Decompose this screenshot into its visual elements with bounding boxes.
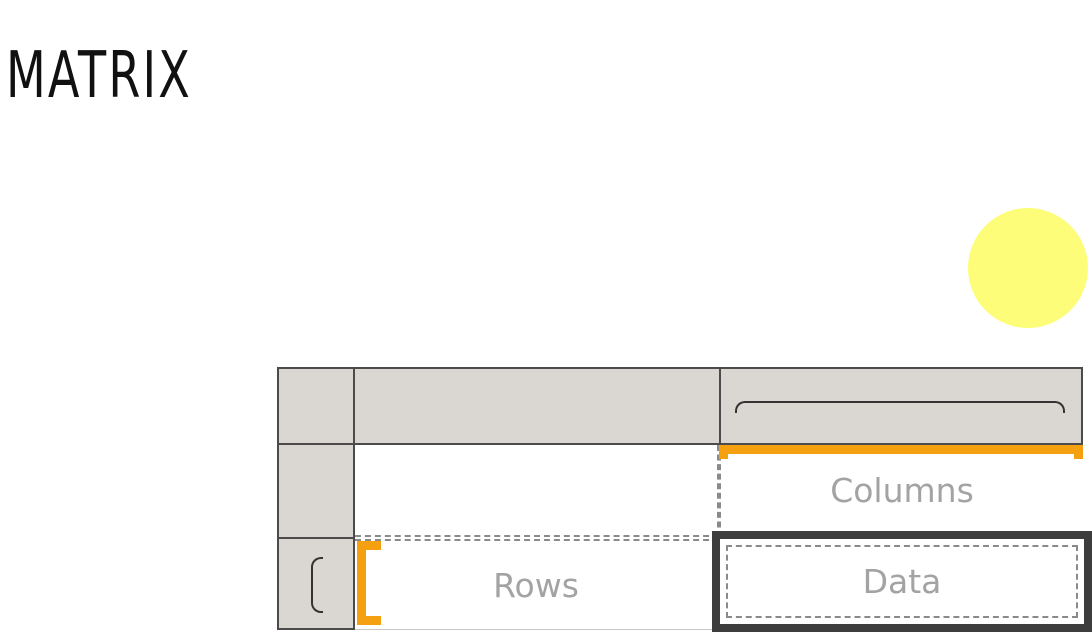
column-handle-2[interactable] bbox=[719, 367, 1083, 445]
corner-handle[interactable] bbox=[277, 367, 355, 445]
corner-textbox[interactable] bbox=[355, 445, 719, 537]
data-cell[interactable]: Data bbox=[712, 531, 1092, 632]
column-handle-1[interactable] bbox=[353, 367, 721, 445]
page-title: MATRIX bbox=[6, 39, 192, 113]
column-group-bracket-icon bbox=[735, 401, 1065, 413]
data-cell-content: Data bbox=[726, 545, 1078, 618]
columns-label: Columns bbox=[830, 471, 974, 510]
columns-group-cell[interactable]: Columns bbox=[719, 445, 1083, 537]
row-handle-2[interactable] bbox=[277, 537, 355, 630]
row-group-bracket-icon bbox=[311, 557, 323, 613]
column-group-indicator bbox=[719, 445, 1083, 459]
row-group-indicator bbox=[357, 541, 381, 625]
data-label: Data bbox=[862, 562, 942, 601]
rows-label: Rows bbox=[493, 565, 579, 605]
row-handle-1[interactable] bbox=[277, 443, 355, 539]
matrix-layout: Columns Rows Data bbox=[277, 367, 1092, 632]
rows-group-cell[interactable]: Rows bbox=[355, 539, 719, 630]
cursor-highlight bbox=[968, 208, 1088, 328]
